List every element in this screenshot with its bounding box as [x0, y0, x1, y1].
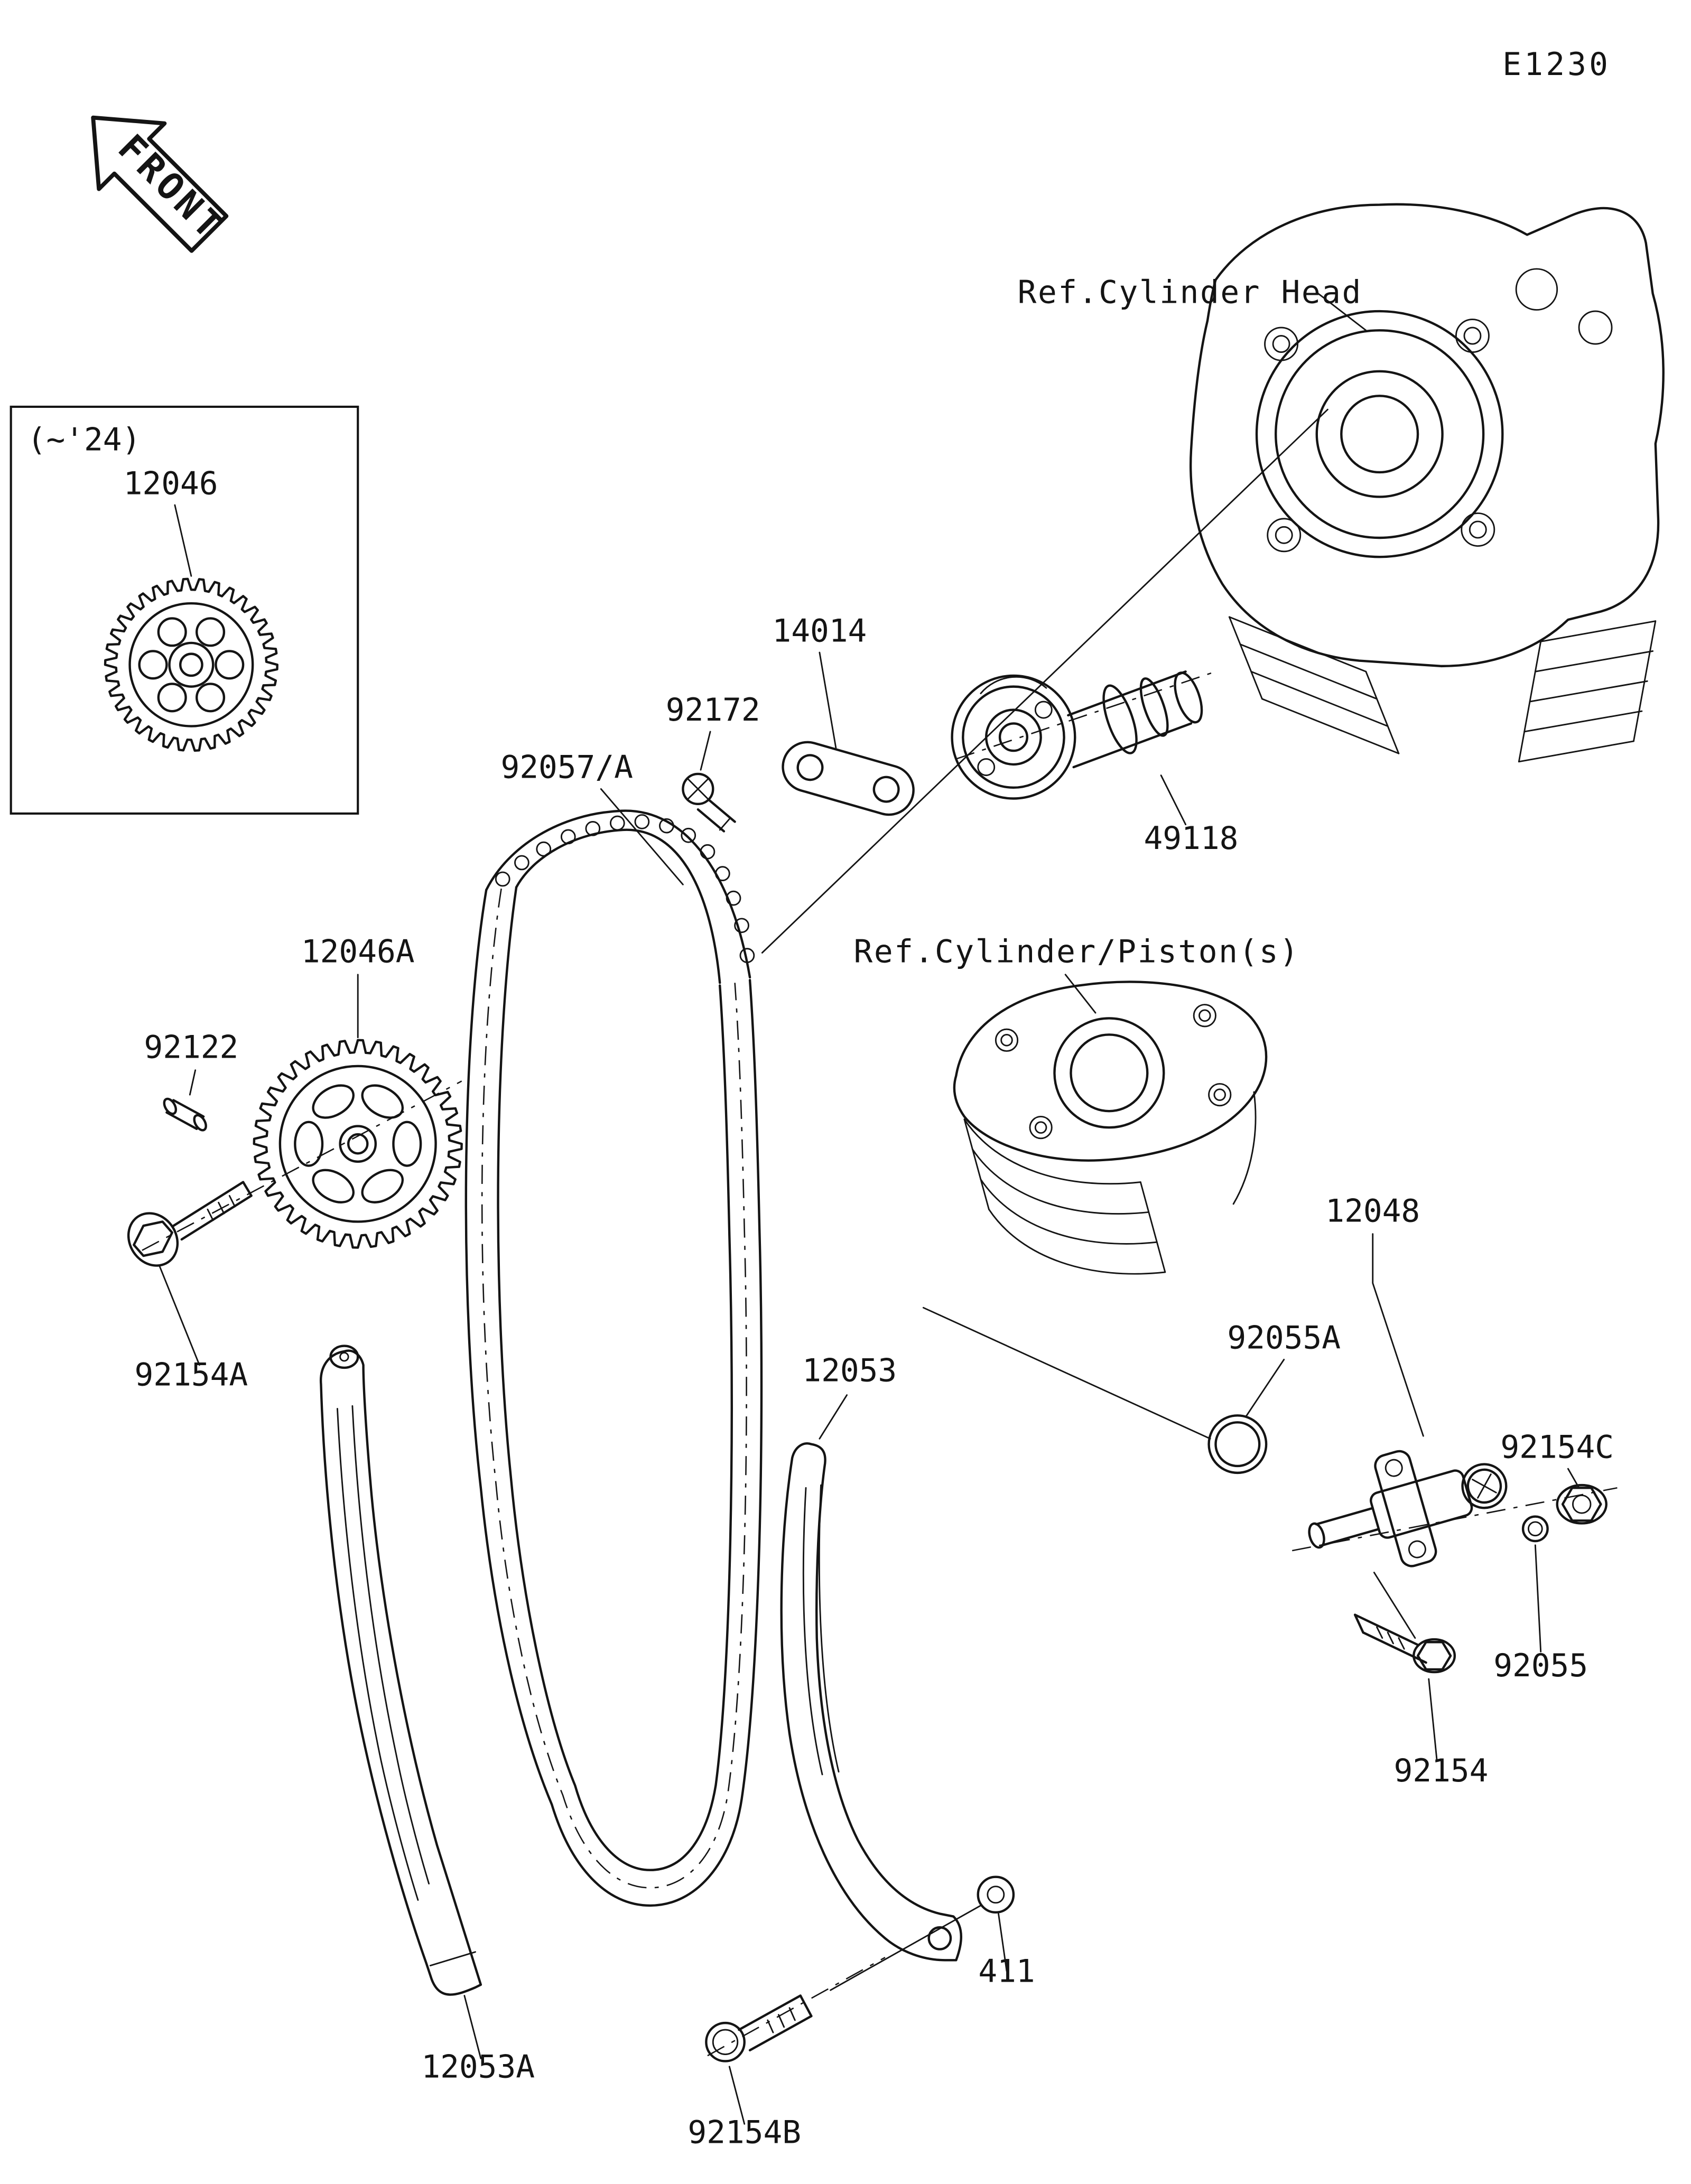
cam-chain-92057: [464, 809, 763, 1907]
tensioner-12048: [1308, 1450, 1508, 1567]
leader-411: [998, 1912, 1008, 1972]
part-label-49118: 49118: [1144, 820, 1239, 857]
part-label-92122: 92122: [144, 1029, 238, 1066]
part-label-12046: 12046: [124, 465, 218, 502]
leader-92055a: [1244, 1358, 1285, 1418]
part-label-12053a: 12053A: [421, 2049, 535, 2085]
leader-ref-piston: [1064, 974, 1097, 1014]
leader-49118: [1160, 774, 1187, 826]
part-label-92154: 92154: [1394, 1753, 1489, 1789]
ref-cylinder-piston-label: Ref.Cylinder/Piston(s): [854, 934, 1300, 970]
pin-92122: [163, 1097, 207, 1132]
diagram-code-label: E1230: [1502, 46, 1611, 83]
leader-92154: [1428, 1678, 1438, 1762]
camshaft-49118: [951, 670, 1216, 800]
nut-92154c: [1556, 1483, 1608, 1525]
leader-12053: [819, 1394, 848, 1440]
leader-tensioner-bolt: [1373, 1572, 1416, 1639]
leader-92172: [700, 731, 711, 771]
oring-92055a: [1207, 1414, 1268, 1474]
assembly-line-washer-bolt: [830, 1905, 982, 1991]
screw-92172: [682, 772, 736, 833]
chain-guide-12053: [780, 1442, 962, 1962]
part-label-92055a: 92055A: [1227, 1320, 1341, 1357]
chain-guide-12053a: [319, 1345, 482, 1996]
cylinder-head-drawing: [1190, 203, 1665, 763]
part-label-92154c: 92154C: [1500, 1429, 1614, 1466]
assembly-line-head-chain: [761, 408, 1328, 954]
part-label-92057: 92057/A: [500, 750, 633, 786]
bolt-92154: [1353, 1613, 1456, 1674]
leader-12048: [1372, 1233, 1424, 1437]
part-label-12053: 12053: [802, 1353, 897, 1389]
leader-92055: [1534, 1544, 1542, 1653]
variant-inset-box: (~'24) 12046: [10, 405, 359, 815]
variant-note-label: (~'24): [27, 422, 141, 459]
washer-92055: [1521, 1515, 1549, 1543]
leader-92154b: [728, 2066, 746, 2125]
part-label-92172: 92172: [666, 692, 760, 729]
assembly-line-cylinder-tensioner: [922, 1306, 1211, 1440]
part-label-14014: 14014: [772, 613, 867, 649]
bolt-92154a: [127, 1080, 462, 1267]
front-direction-arrow-icon: FRONT: [91, 115, 233, 253]
leader-12053a: [463, 1995, 482, 2059]
cylinder-block-drawing: [953, 981, 1268, 1275]
guide-plate-14014: [782, 741, 915, 816]
tensioner-axis: [1292, 1487, 1618, 1552]
part-label-12048: 12048: [1325, 1193, 1420, 1229]
leader-14014: [819, 651, 837, 749]
part-label-92055: 92055: [1493, 1648, 1588, 1684]
part-label-92154a: 92154A: [135, 1357, 248, 1394]
bolt-92154b: [705, 1956, 886, 2062]
part-label-12046a: 12046A: [301, 934, 415, 970]
leader-92122: [189, 1069, 197, 1096]
ref-cylinder-head-label: Ref.Cylinder Head: [1018, 275, 1362, 311]
leader-92154a: [159, 1266, 200, 1366]
part-label-92154b: 92154B: [687, 2114, 801, 2151]
sprocket-12046a: [253, 1039, 463, 1249]
washer-411: [977, 1875, 1015, 1914]
sprocket-12046: [104, 577, 278, 752]
leader-92057: [600, 788, 684, 885]
